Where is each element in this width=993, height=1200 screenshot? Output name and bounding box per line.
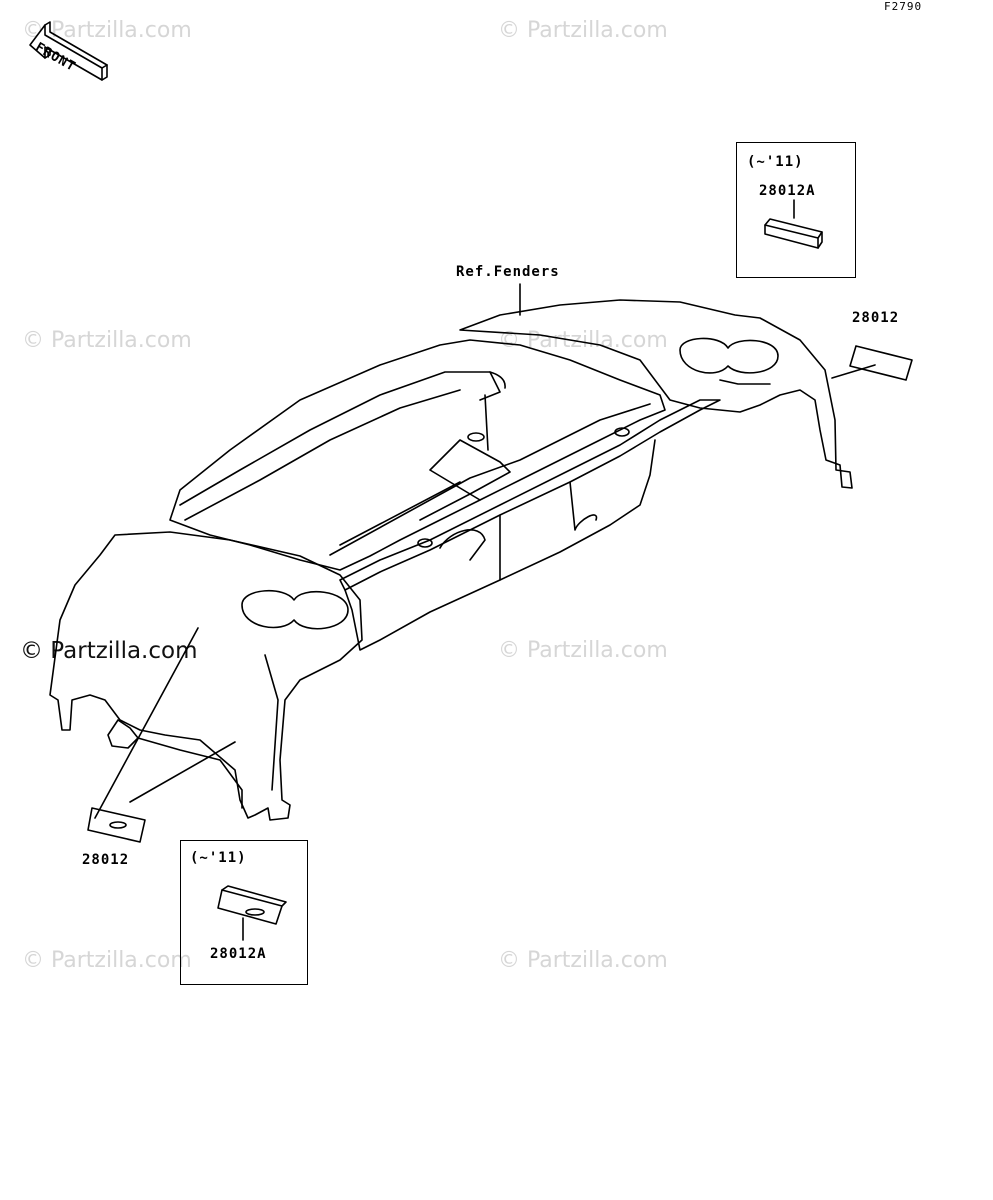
watermark: © Partzilla.com [498, 948, 668, 973]
leader-reflector-left-2 [129, 741, 236, 803]
detail-box-bottom [180, 840, 308, 985]
reflector-left-label: 28012 [82, 852, 130, 868]
front-arrow-icon [29, 21, 108, 81]
box-bottom-part: 28012A [210, 946, 267, 962]
watermark: © Partzilla.com [498, 328, 668, 353]
box-top-part: 28012A [759, 183, 816, 199]
cupholder-right [679, 337, 779, 374]
leader-reflector-right [831, 364, 876, 379]
reflector-left [87, 807, 146, 843]
figure-code: F2790 [884, 0, 923, 13]
ref-fenders-label: Ref.Fenders [456, 264, 560, 280]
reflector-28012A-bottom [217, 885, 287, 925]
detail-box-top [736, 142, 856, 278]
reflector-28012A-top [764, 218, 823, 249]
box-bottom-note: (~'11) [190, 850, 247, 866]
watermark: © Partzilla.com [22, 328, 192, 353]
watermark: © Partzilla.com [20, 638, 198, 664]
cargo-bed [169, 339, 666, 571]
watermark: © Partzilla.com [22, 948, 192, 973]
reflector-right-label: 28012 [852, 310, 900, 326]
reflector-right [849, 345, 913, 381]
fender-right [459, 299, 853, 489]
leader-reflector-left [94, 627, 199, 819]
cupholder-left [241, 589, 349, 630]
fender-left [49, 531, 363, 821]
watermark: © Partzilla.com [498, 638, 668, 663]
box-top-note: (~'11) [747, 154, 804, 170]
side-rail [339, 399, 721, 591]
watermark: © Partzilla.com [498, 18, 668, 43]
